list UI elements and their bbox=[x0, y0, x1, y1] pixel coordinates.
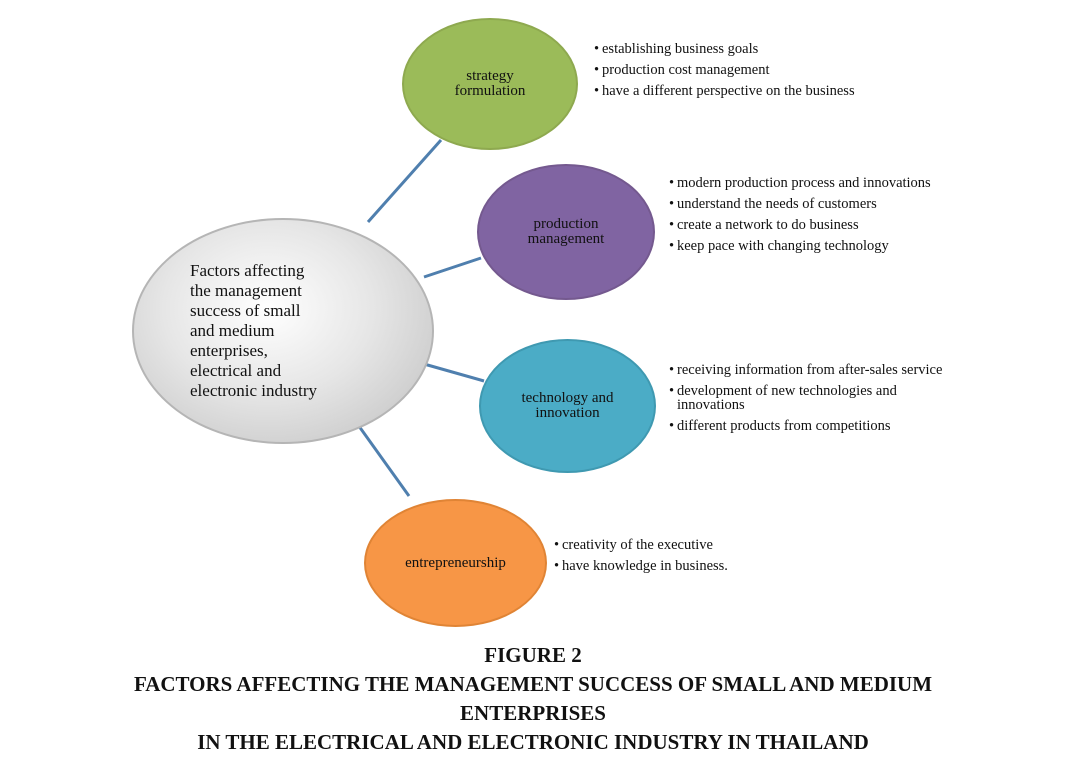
node-label: production management bbox=[527, 216, 605, 247]
node-label: entrepreneurship bbox=[405, 554, 506, 571]
connector-technology bbox=[423, 362, 485, 383]
bullet-item: understand the needs of customers bbox=[669, 197, 959, 212]
bullet-item: modern production process and innovation… bbox=[669, 176, 959, 191]
bullet-item: establishing business goals bbox=[594, 42, 894, 57]
caption-line-3: IN THE ELECTRICAL AND ELECTRONIC INDUSTR… bbox=[197, 730, 869, 754]
node-entrepreneurship: entrepreneurship bbox=[364, 499, 547, 627]
bullet-item: have knowledge in business. bbox=[554, 559, 814, 574]
center-node: Factors affecting the management success… bbox=[132, 218, 434, 444]
node-label: strategy formulation bbox=[454, 68, 526, 99]
factor-diagram: Factors affecting the management success… bbox=[0, 0, 1066, 640]
connector-strategy bbox=[366, 139, 443, 223]
figure-caption: FIGURE 2 FACTORS AFFECTING THE MANAGEMEN… bbox=[0, 641, 1066, 757]
bullet-item: production cost management bbox=[594, 63, 894, 78]
figure-label: FIGURE 2 bbox=[484, 643, 582, 667]
bullet-item: create a network to do business bbox=[669, 218, 959, 233]
production-bullet-list: modern production process and innovation… bbox=[669, 176, 959, 260]
bullet-item: receiving information from after-sales s… bbox=[669, 363, 959, 378]
node-label: technology and innovation bbox=[521, 390, 614, 421]
node-technology-innovation: technology and innovation bbox=[479, 339, 656, 473]
caption-line-1: FACTORS AFFECTING THE MANAGEMENT SUCCESS… bbox=[133, 672, 933, 696]
strategy-bullet-list: establishing business goals production c… bbox=[594, 42, 894, 105]
bullet-item: have a different perspective on the busi… bbox=[594, 84, 894, 99]
caption-line-2: ENTERPRISES bbox=[460, 701, 606, 725]
bullet-item: different products from competitions bbox=[669, 419, 959, 434]
connector-lines bbox=[354, 139, 485, 497]
node-strategy-formulation: strategy formulation bbox=[402, 18, 578, 150]
bullet-item: keep pace with changing technology bbox=[669, 239, 959, 254]
node-production-management: production management bbox=[477, 164, 655, 300]
connector-production bbox=[423, 256, 482, 279]
center-label: Factors affecting the management success… bbox=[190, 261, 317, 400]
connector-entrepreneurship bbox=[354, 421, 411, 497]
bullet-item: creativity of the executive bbox=[554, 538, 814, 553]
bullet-item: development of new technologies and inno… bbox=[669, 384, 959, 413]
entrepreneurship-bullet-list: creativity of the executive have knowled… bbox=[554, 538, 814, 580]
technology-bullet-list: receiving information from after-sales s… bbox=[669, 363, 959, 440]
